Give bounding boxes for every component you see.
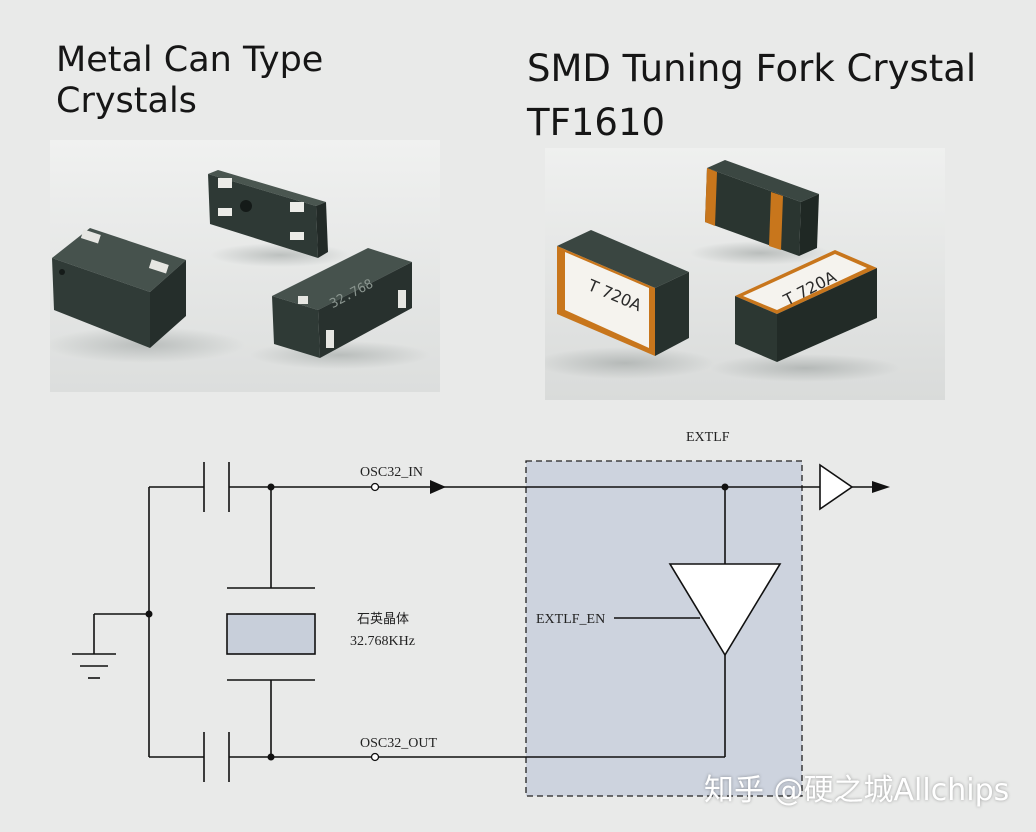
crystal-symbol [226, 613, 316, 655]
crystal-frequency-label: 32.768KHz [350, 634, 415, 649]
metal-can-title: Metal Can Type Crystals [56, 40, 323, 122]
input-arrow-icon [430, 480, 446, 494]
smd-crystal-title-line1: SMD Tuning Fork Crystal [527, 47, 977, 90]
output-buffer-symbol [819, 463, 854, 511]
metal-can-title-line2: Crystals [56, 81, 197, 121]
extlf-en-label: EXTLF_EN [536, 612, 605, 627]
crystal-label-cn: 石英晶体 [357, 612, 409, 627]
ground-icon [72, 653, 116, 679]
smd-crystal-left: T 720A [557, 230, 689, 356]
smd-crystals-photo: T 720A T 720A [545, 148, 945, 400]
metal-can-crystal-front: 32.768 [272, 248, 412, 358]
osc32-in-label: OSC32_IN [360, 465, 423, 480]
smd-crystal-right: T 720A [735, 250, 877, 362]
oscillator-schematic: EXTLF [72, 430, 890, 797]
metal-can-crystal-left [52, 228, 186, 348]
metal-can-title-line1: Metal Can Type [56, 40, 324, 80]
amplifier-symbol [668, 563, 782, 657]
extlf-block-label: EXTLF [686, 430, 730, 445]
osc32-in-pin [370, 482, 380, 492]
metal-can-crystal-back [208, 170, 328, 258]
smd-crystal-title-line2: TF1610 [527, 101, 666, 144]
extlf-block [525, 460, 803, 797]
watermark: 知乎 @硬之城Allchips [704, 773, 1010, 808]
metal-can-crystals-photo: 32.768 [50, 140, 440, 392]
osc32-out-label: OSC32_OUT [360, 736, 437, 751]
smd-crystal-title: SMD Tuning Fork Crystal TF1610 [527, 42, 976, 150]
osc32-out-pin [370, 752, 380, 762]
output-arrow-icon [872, 481, 890, 493]
smd-crystal-back [705, 160, 819, 256]
